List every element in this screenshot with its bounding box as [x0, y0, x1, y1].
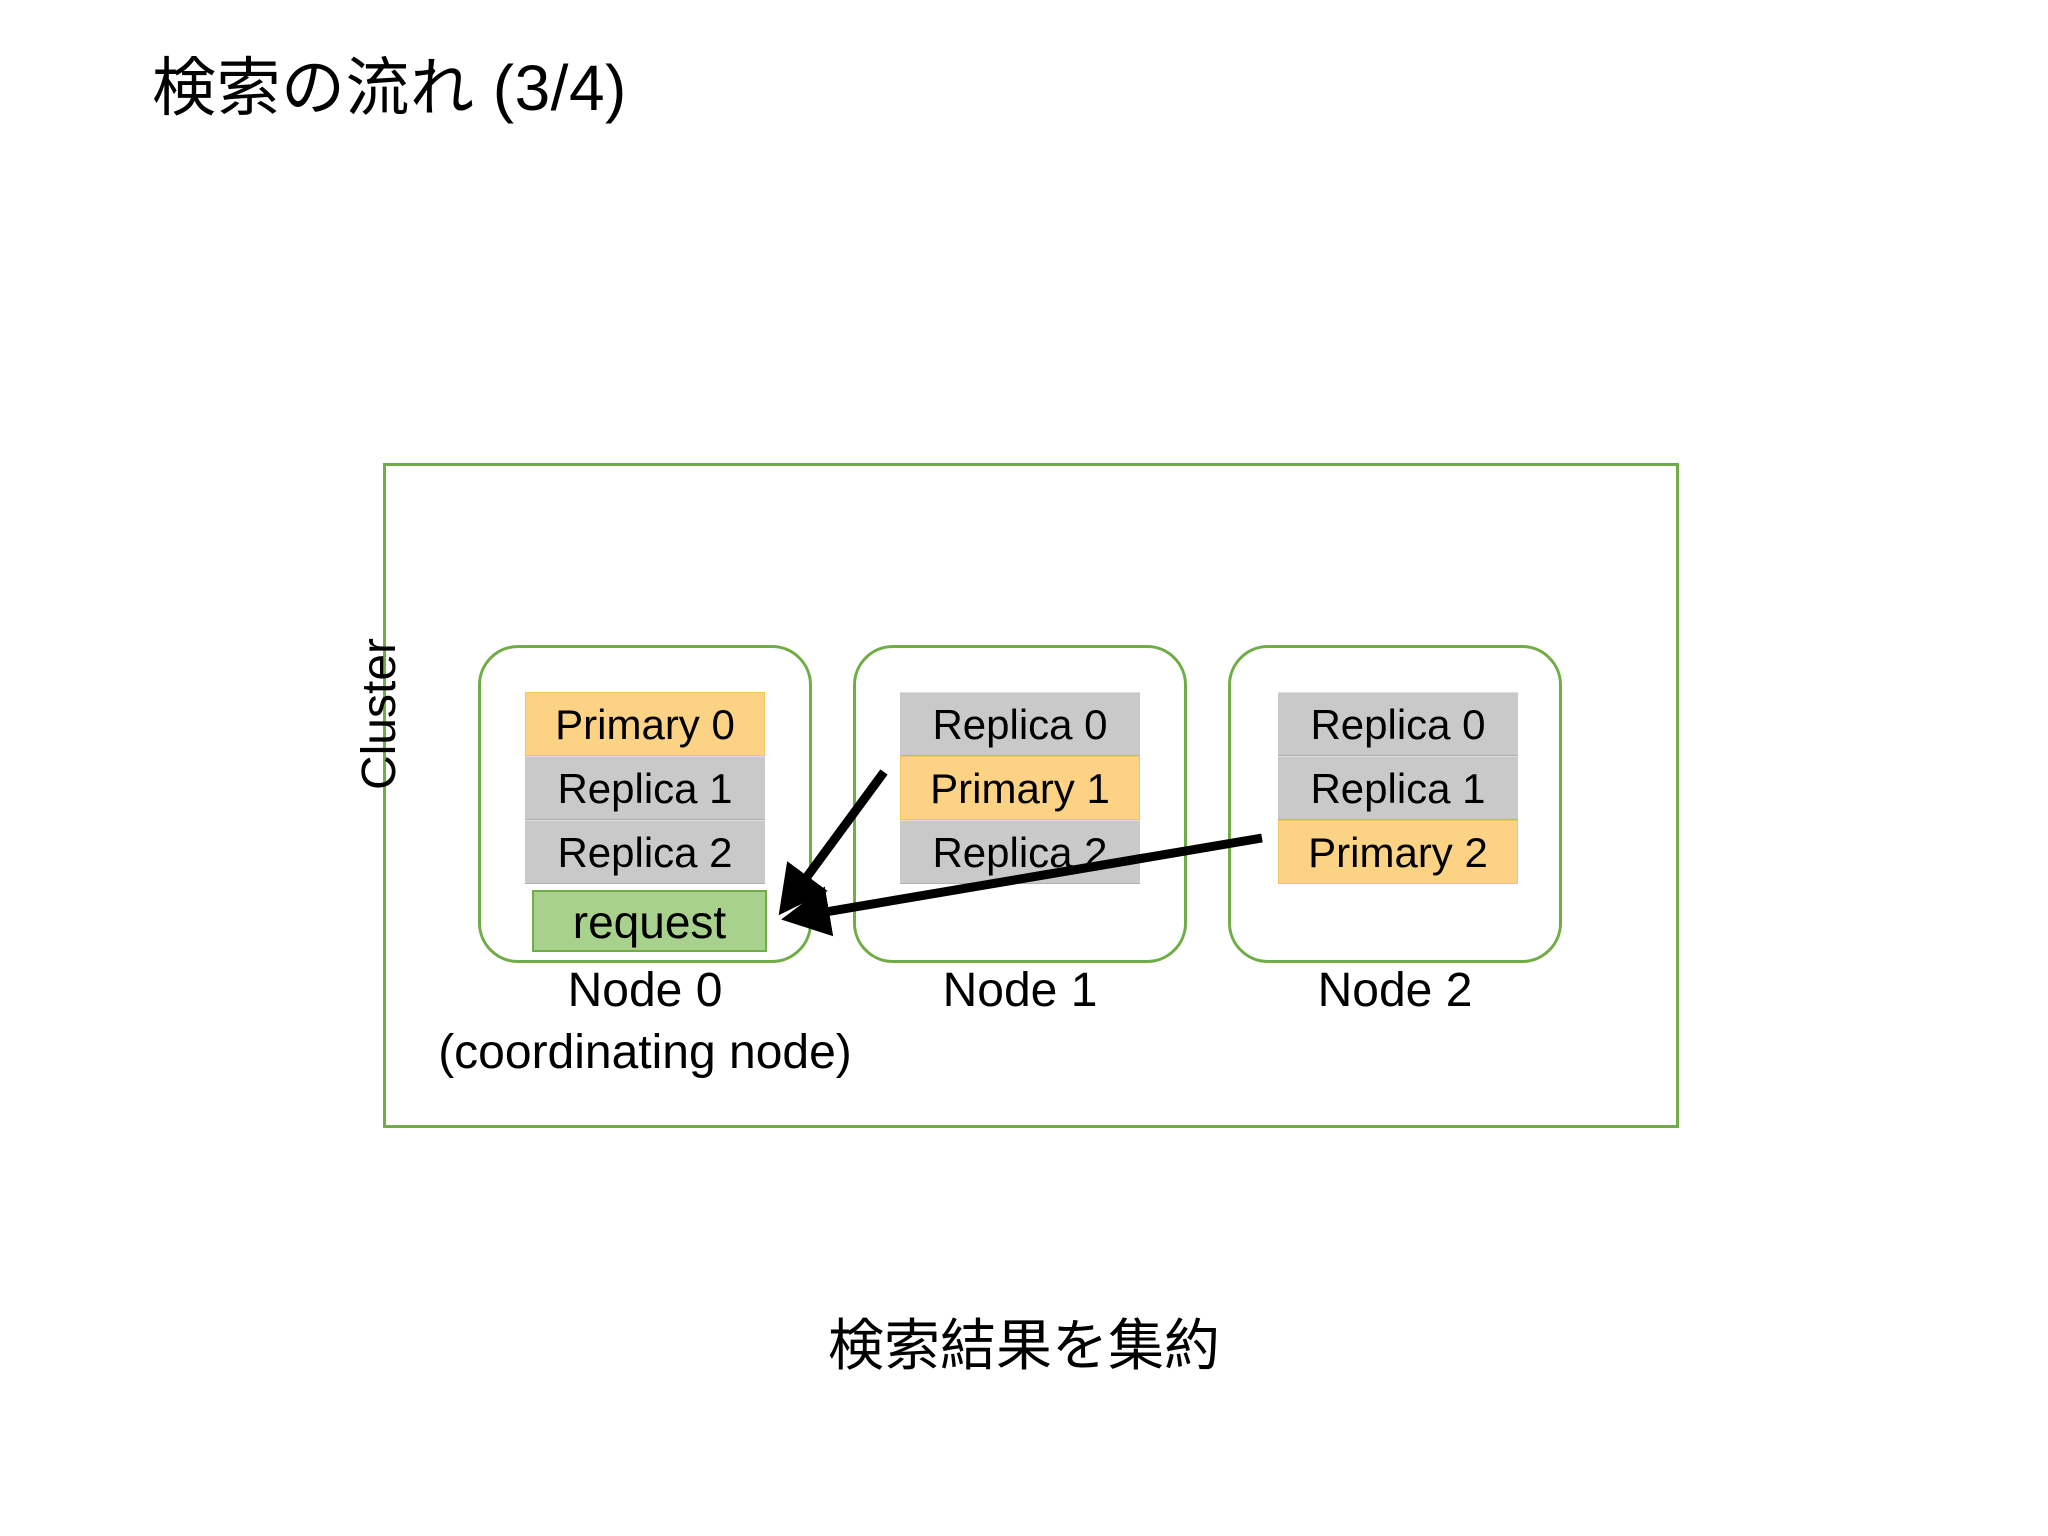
- node-label-1: Node 1: [942, 964, 1098, 1017]
- shard-replica-1-node-2: Replica 1: [1278, 756, 1518, 820]
- shard-replica-2-node-1: Replica 2: [900, 820, 1140, 884]
- request-chip: request: [532, 890, 767, 952]
- shard-replica-2-node-0: Replica 2: [525, 820, 765, 884]
- shard-replica-1-node-0: Replica 1: [525, 756, 765, 820]
- shard-stack-node-0: Primary 0 Replica 1 Replica 2: [525, 692, 765, 884]
- shard-replica-0-node-2: Replica 0: [1278, 692, 1518, 756]
- shard-stack-node-2: Replica 0 Replica 1 Primary 2: [1278, 692, 1518, 884]
- node-label-0: Node 0: [567, 964, 723, 1017]
- shard-primary-1: Primary 1: [900, 756, 1140, 820]
- cluster-label: Cluster: [353, 637, 406, 791]
- node-sublabel-0: (coordinating node): [438, 1026, 852, 1079]
- shard-stack-node-1: Replica 0 Primary 1 Replica 2: [900, 692, 1140, 884]
- page-title: 検索の流れ (3/4): [152, 52, 627, 124]
- slide-caption: 検索結果を集約: [828, 1314, 1220, 1377]
- shard-primary-2: Primary 2: [1278, 820, 1518, 884]
- shard-replica-0-node-1: Replica 0: [900, 692, 1140, 756]
- shard-primary-0: Primary 0: [525, 692, 765, 756]
- node-label-2: Node 2: [1317, 964, 1473, 1017]
